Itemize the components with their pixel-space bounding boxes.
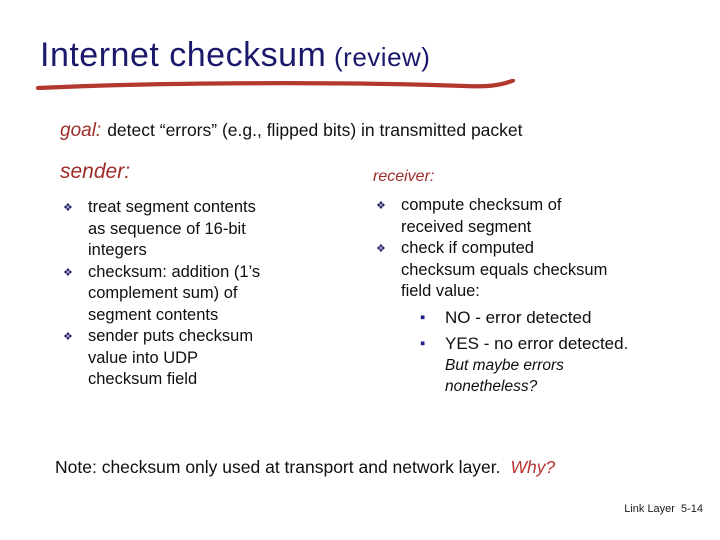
diamond-bullet-icon: ❖ [63, 331, 73, 343]
diamond-bullet-icon: ❖ [63, 266, 73, 279]
bullet-text: checksum: addition (1’s complement sum) … [88, 262, 261, 324]
square-bullet-icon: ▪ [420, 334, 426, 352]
list-item: ❖ treat segment contents as sequence of … [60, 197, 365, 262]
footer-page-number: Link Layer 5-14 [624, 503, 703, 515]
sub-bullet-text: NO - error detected [445, 307, 592, 327]
bullet-text: compute checksum of received segment [401, 196, 562, 236]
diamond-bullet-icon: ❖ [63, 202, 73, 214]
list-item: ▪ NO - error detected [420, 307, 703, 329]
diamond-bullet-icon: ❖ [376, 200, 386, 212]
sender-heading: sender: [60, 160, 131, 183]
sub-bullet-text: YES - no error detected. [445, 333, 629, 353]
list-item: ❖ sender puts checksum value into UDP ch… [60, 326, 365, 391]
diamond-bullet-icon: ❖ [376, 243, 386, 255]
goal-label: goal: [60, 120, 102, 141]
note-text: Note: checksum only used at transport an… [55, 457, 501, 477]
goal-line: goal:detect “errors” (e.g., flipped bits… [60, 120, 523, 142]
goal-text: detect “errors” (e.g., flipped bits) in … [107, 120, 523, 140]
square-bullet-icon: ▪ [420, 308, 426, 326]
sender-bullet-list: ❖ treat segment contents as sequence of … [60, 197, 365, 391]
list-item: ▪ YES - no error detected. But maybe err… [420, 333, 703, 397]
title-underline [35, 79, 516, 91]
receiver-heading: receiver: [373, 168, 435, 185]
footer-page: 5-14 [680, 503, 703, 515]
receiver-bullet-list: ❖ compute checksum of received segment ❖… [373, 195, 703, 303]
list-item: ❖ check if computed checksum equals chec… [373, 238, 703, 303]
title-text: Internet checksum [40, 36, 327, 74]
receiver-sub-bullet-list: ▪ NO - error detected ▪ YES - no error d… [420, 307, 703, 397]
bullet-text: sender puts checksum value into UDP chec… [88, 327, 254, 388]
list-item: ❖ compute checksum of received segment [373, 195, 703, 238]
title-suffix: (review) [326, 42, 431, 72]
sub-bullet-note: But maybe errors nonetheless? [445, 356, 564, 395]
footer-label: Link Layer [624, 503, 675, 515]
sender-column: sender: ❖ treat segment contents as sequ… [60, 160, 365, 391]
bullet-text: treat segment contents as sequence of 16… [88, 198, 256, 259]
why-text: Why? [510, 457, 556, 477]
page-title: Internet checksum (review) [40, 36, 430, 75]
list-item: ❖ checksum: addition (1’s complement sum… [60, 262, 365, 327]
receiver-column: receiver: ❖ compute checksum of received… [373, 168, 703, 401]
note-line: Note: checksum only used at transport an… [55, 457, 555, 478]
bullet-text: check if computed checksum equals checks… [401, 239, 608, 300]
